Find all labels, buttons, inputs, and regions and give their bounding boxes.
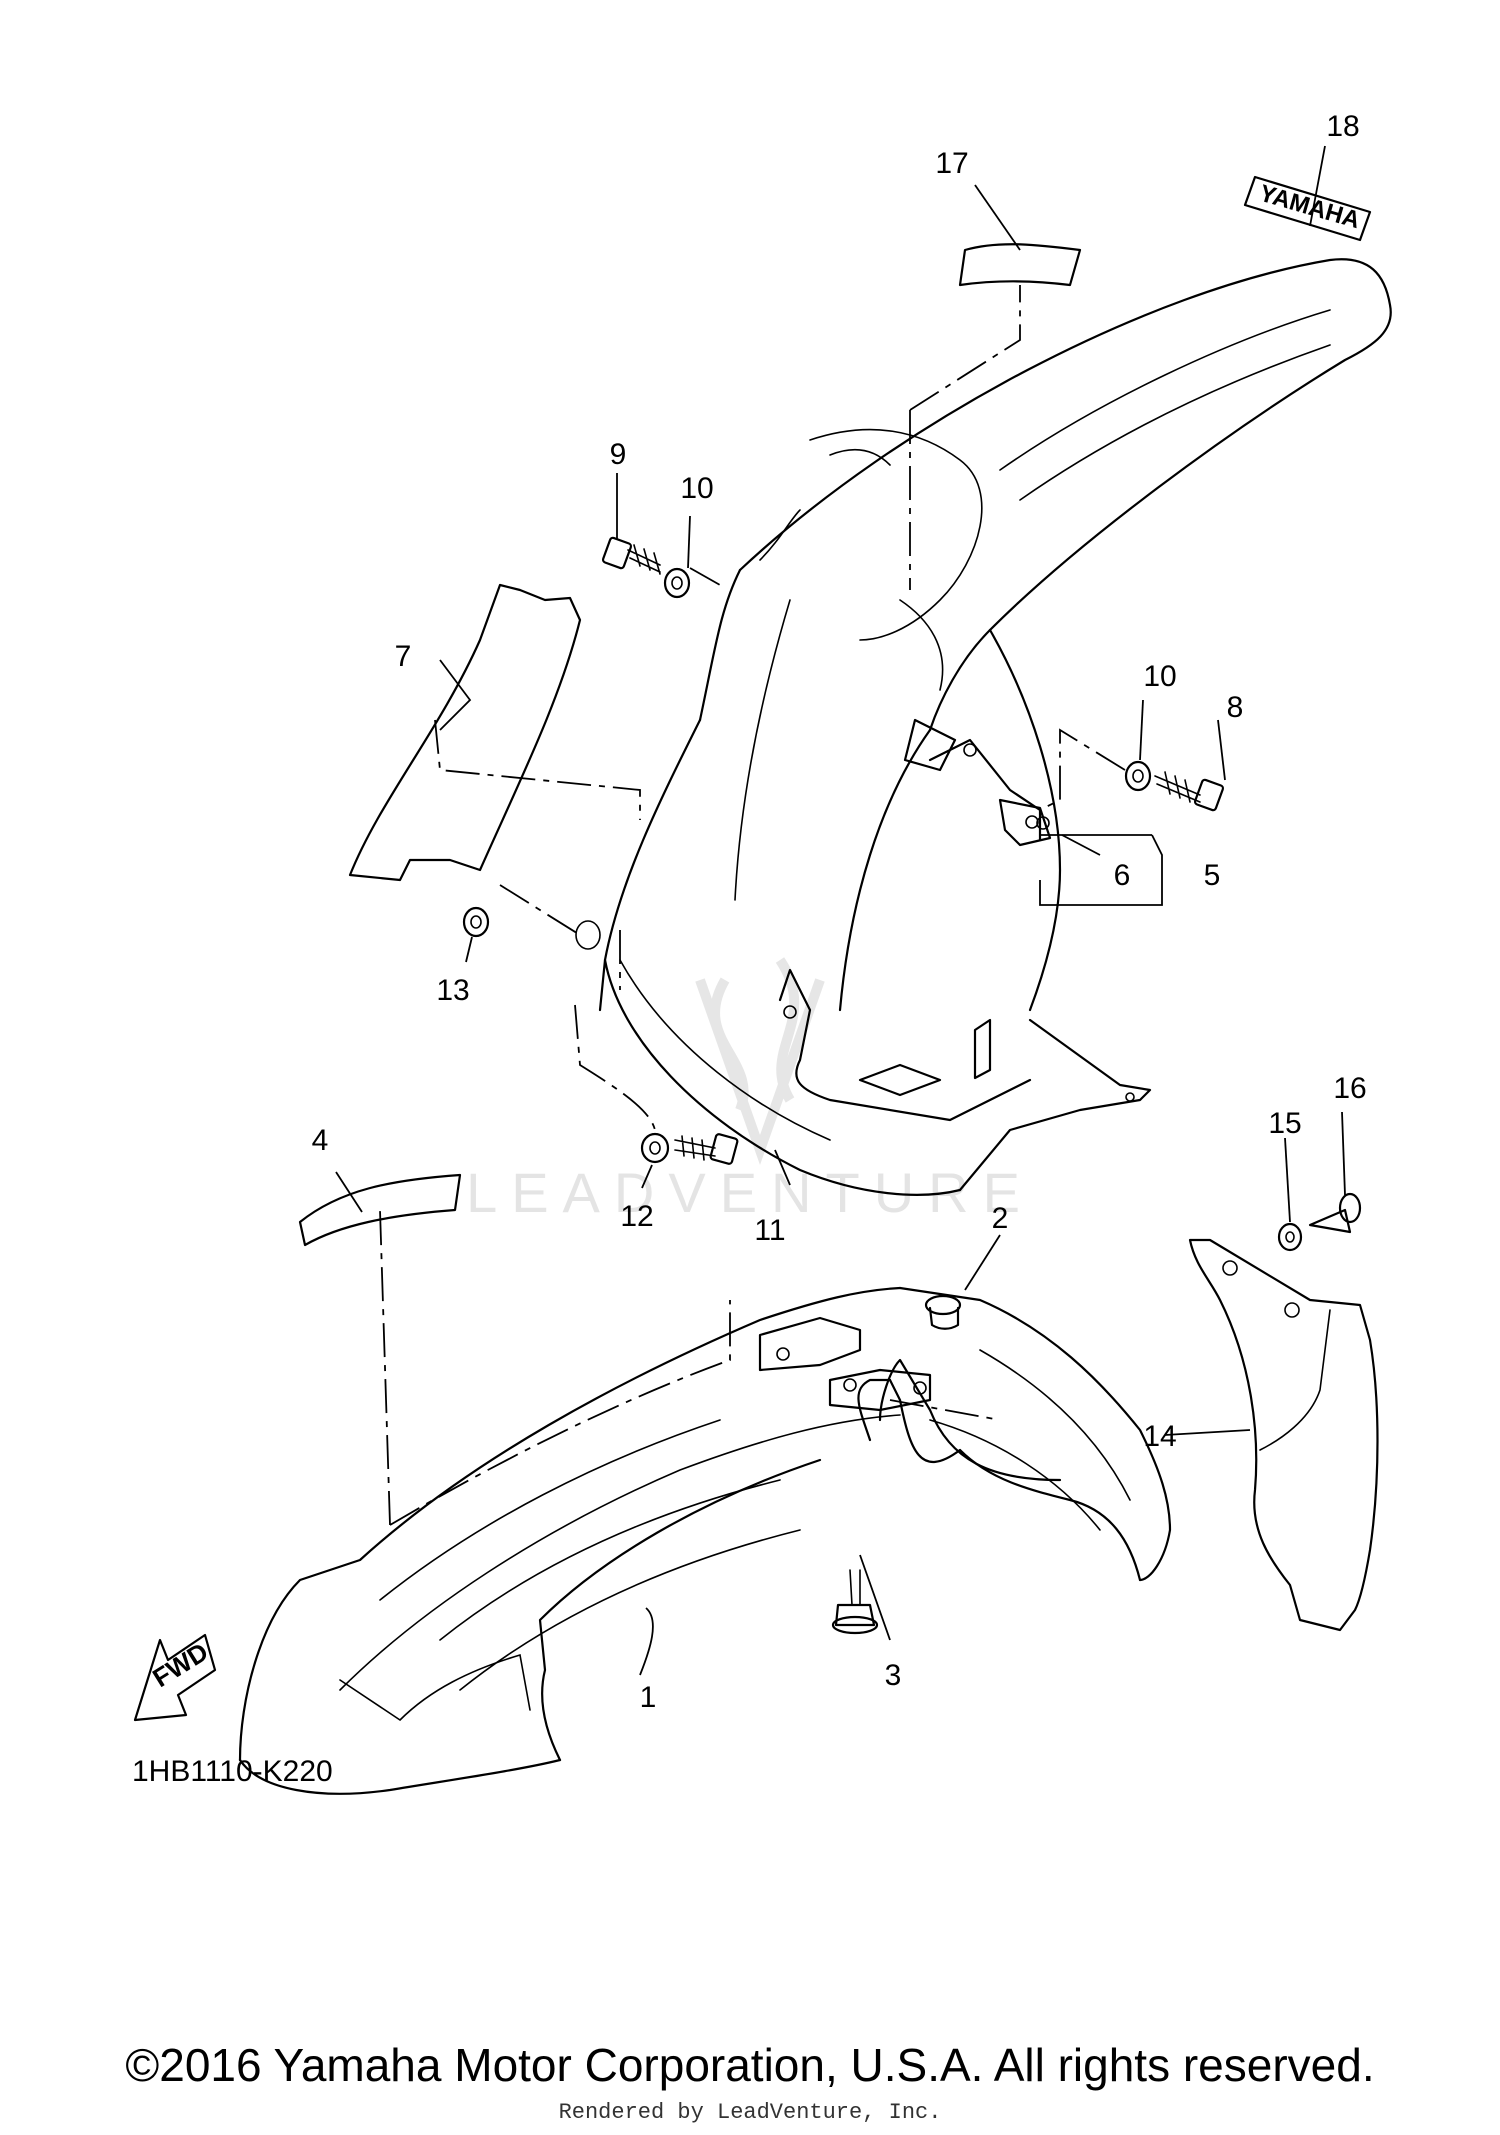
callouts: 1 2 3 4 5 6 7 8 9 10 10 11 12 13 14 15 1… [312,110,1367,1714]
sticker-text: YAMAHA [1256,180,1363,234]
callout-6: 6 [1114,859,1131,892]
callout-8: 8 [1227,691,1244,724]
fender-decal-17[interactable] [958,243,1082,287]
callout-7: 7 [395,640,412,673]
callout-4: 4 [312,1124,329,1157]
callout-2: 2 [992,1202,1009,1235]
callout-1: 1 [640,1681,657,1714]
bolt-9[interactable] [601,536,661,575]
rear-fender[interactable] [575,258,1392,1196]
fwd-label: FWD [147,1636,213,1693]
rivet-16[interactable] [1308,1192,1362,1234]
copyright-text: ©2016 Yamaha Motor Corporation, U.S.A. A… [125,2039,1375,2091]
washer-10-right[interactable] [1124,760,1152,792]
connection-lines [379,285,1126,1526]
callout-5: 5 [1204,859,1221,892]
washer-13[interactable] [462,906,490,938]
rendered-by-text: Rendered by LeadVenture, Inc. [558,2100,942,2125]
mud-guard[interactable] [1188,1238,1379,1632]
callout-12: 12 [620,1200,653,1233]
callout-3: 3 [885,1659,902,1692]
washer-12[interactable] [640,1132,670,1164]
callout-10-upper: 10 [680,472,713,505]
bolt-8[interactable] [1154,771,1225,812]
callout-17: 17 [935,147,968,180]
callout-11: 11 [754,1214,785,1247]
callout-18: 18 [1326,110,1359,143]
leader-lines [335,145,1346,1676]
bracket-6[interactable] [998,798,1052,847]
rear-flap[interactable] [348,583,582,882]
bolt-11[interactable] [674,1133,739,1165]
watermark-text: LEADVENTURE [466,1161,1034,1224]
callout-9: 9 [610,438,627,471]
yamaha-sticker-18[interactable]: YAMAHA [1243,175,1372,242]
fwd-arrow-icon: FWD [133,1633,217,1722]
callout-10-right: 10 [1143,660,1176,693]
washer-15[interactable] [1277,1222,1303,1252]
washer-10-upper[interactable] [663,567,691,599]
callout-13: 13 [436,974,469,1007]
fender-decal-4[interactable] [298,1173,462,1247]
callout-14: 14 [1143,1420,1176,1453]
diagram-code: 1HB1110-K220 [132,1755,333,1788]
bolt-3[interactable] [831,1569,879,1635]
callout-15: 15 [1268,1107,1301,1140]
grommet-2[interactable] [924,1294,962,1330]
front-fender[interactable] [238,1286,1172,1795]
callout-16: 16 [1333,1072,1366,1105]
